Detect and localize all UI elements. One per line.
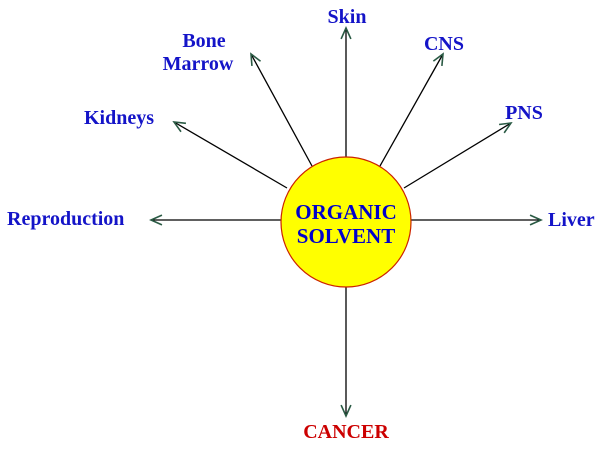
label-reproduction: Reproduction xyxy=(7,208,124,230)
label-liver: Liver xyxy=(548,209,595,231)
arrowhead-skin xyxy=(340,26,352,40)
label-kidneys: Kidneys xyxy=(84,107,154,129)
arrow-pns xyxy=(403,122,512,189)
arrows-group xyxy=(149,26,543,418)
center-label-line-2: SOLVENT xyxy=(297,224,395,248)
arrowhead-cns xyxy=(432,52,444,67)
center-label-line-1: ORGANIC xyxy=(295,200,397,224)
arrow-cns xyxy=(379,53,444,167)
arrowhead-bone-marrow xyxy=(250,52,262,67)
label-pns: PNS xyxy=(505,102,543,124)
label-bone-marrow-line-2: Marrow xyxy=(163,53,234,75)
arrowhead-kidneys xyxy=(172,121,187,133)
label-bone-marrow-line-1: Bone xyxy=(182,30,225,52)
arrowhead-reproduction xyxy=(149,214,163,226)
arrowhead-pns xyxy=(498,121,513,134)
arrowhead-cancer xyxy=(340,404,352,418)
label-cns: CNS xyxy=(424,33,464,55)
arrow-bone-marrow xyxy=(250,53,313,167)
label-skin: Skin xyxy=(328,6,367,28)
center-node: ORGANIC SOLVENT xyxy=(280,156,412,288)
label-cancer: CANCER xyxy=(303,421,389,443)
arrowhead-liver xyxy=(529,214,543,226)
arrow-kidneys xyxy=(173,121,288,189)
center-circle xyxy=(280,156,412,288)
